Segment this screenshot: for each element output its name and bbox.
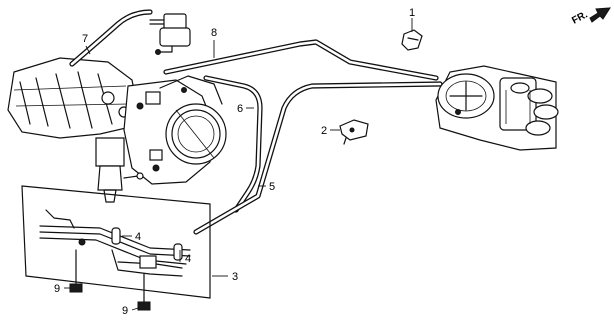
hose-part-4-upper [111, 227, 121, 245]
callout-2: 2 [321, 125, 327, 137]
bracket-part-2 [339, 119, 369, 145]
clip-part-1 [401, 29, 423, 51]
hose-part-4-lower [173, 243, 183, 261]
callout-5: 5 [269, 181, 275, 193]
hose-5 [193, 81, 443, 235]
vacuum-valve [149, 13, 191, 55]
callout-9-left: 9 [54, 283, 60, 295]
front-direction-indicator: FR. [570, 7, 611, 27]
callout-1: 1 [409, 7, 415, 19]
hose-8 [163, 39, 439, 81]
hose-6 [203, 75, 263, 213]
callout-8: 8 [211, 27, 217, 39]
callout-9-right: 9 [122, 305, 128, 317]
front-arrow-icon [589, 7, 611, 23]
callout-3: 3 [232, 271, 238, 283]
bolt-part-9-right [137, 273, 151, 311]
bolt-part-9-left [69, 249, 83, 293]
distributor-assembly [435, 65, 559, 151]
throttle-body [123, 75, 227, 185]
hose-7 [69, 9, 153, 67]
callout-6: 6 [237, 103, 243, 115]
callout-4-lower: 4 [185, 253, 191, 265]
front-label: FR. [570, 9, 590, 26]
leader-lines [64, 18, 413, 311]
intake-manifold [7, 57, 137, 139]
fuel-fitting [95, 137, 144, 203]
callout-7: 7 [82, 33, 88, 45]
pipe-assembly-part-3 [21, 185, 211, 299]
callout-4-upper: 4 [135, 231, 141, 243]
